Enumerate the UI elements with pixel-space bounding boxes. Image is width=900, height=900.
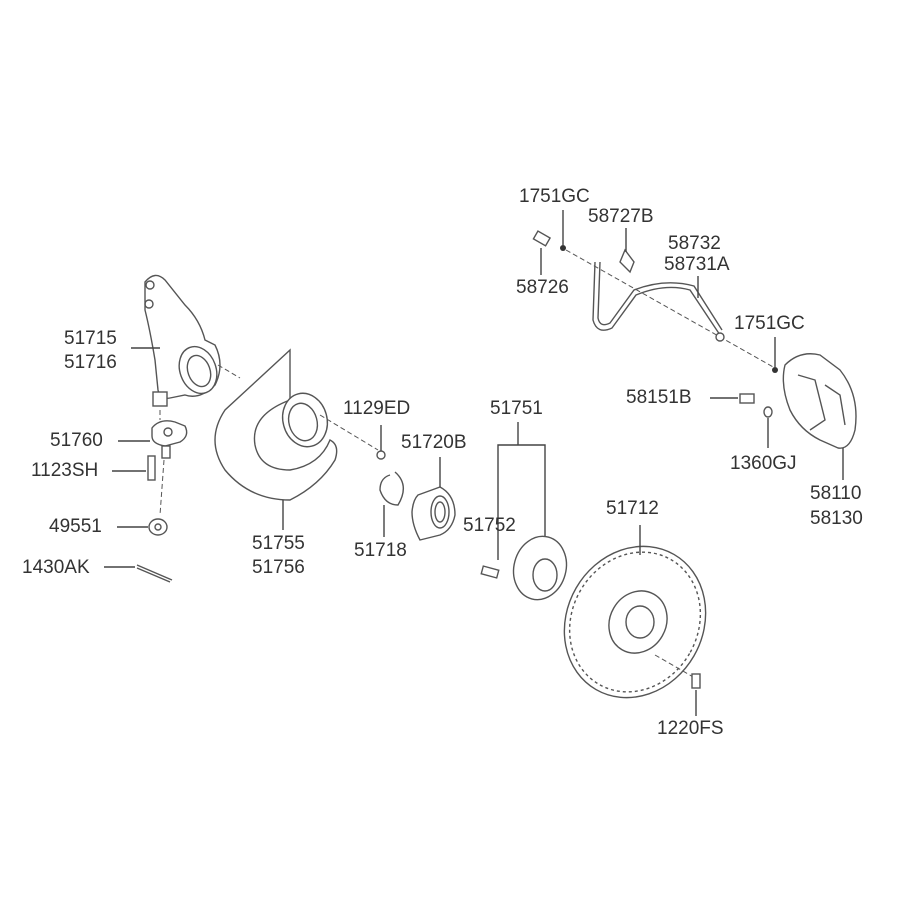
label-51715[interactable]: 51715 [64, 328, 117, 349]
hose-bolt[interactable] [532, 230, 552, 247]
label-1360gj[interactable]: 1360GJ [730, 453, 797, 474]
hub-bolt[interactable] [480, 565, 500, 579]
label-49551[interactable]: 49551 [49, 516, 102, 537]
label-51718[interactable]: 51718 [354, 540, 407, 561]
label-51720b[interactable]: 51720B [401, 432, 467, 453]
disc-screw[interactable] [691, 673, 701, 689]
caliper-washer[interactable] [763, 406, 773, 418]
label-1220fs[interactable]: 1220FS [657, 718, 724, 739]
brake-disc[interactable] [537, 520, 733, 723]
label-1129ed[interactable]: 1129ED [343, 398, 411, 419]
label-51756[interactable]: 51756 [252, 557, 305, 578]
brake-caliper[interactable] [782, 353, 857, 449]
label-58731a[interactable]: 58731A [664, 254, 730, 275]
bolt-1129ed[interactable] [376, 450, 386, 460]
label-51712[interactable]: 51712 [606, 498, 659, 519]
cotter-pin[interactable] [136, 564, 173, 583]
label-51752[interactable]: 51752 [463, 515, 516, 536]
brake-hose[interactable] [592, 261, 725, 342]
label-58130[interactable]: 58130 [810, 508, 863, 529]
label-51760[interactable]: 51760 [50, 430, 103, 451]
wheel-bearing[interactable] [411, 486, 456, 541]
caliper-bolt[interactable] [739, 393, 755, 404]
label-51751[interactable]: 51751 [490, 398, 543, 419]
hose-clip[interactable] [619, 248, 635, 274]
label-1751gc-right[interactable]: 1751GC [734, 313, 805, 334]
snap-ring[interactable] [379, 471, 404, 506]
label-51755[interactable]: 51755 [252, 533, 305, 554]
dust-cover[interactable] [214, 348, 338, 501]
label-1751gc-top[interactable]: 1751GC [519, 186, 590, 207]
label-58110[interactable]: 58110 [810, 483, 862, 504]
ball-joint[interactable] [151, 420, 188, 459]
label-1123sh[interactable]: 1123SH [31, 460, 99, 481]
label-51716[interactable]: 51716 [64, 352, 117, 373]
bolt-1123sh[interactable] [147, 455, 156, 481]
label-1430ak[interactable]: 1430AK [22, 557, 90, 578]
label-58727b[interactable]: 58727B [588, 206, 654, 227]
label-58726[interactable]: 58726 [516, 277, 569, 298]
steering-knuckle[interactable] [144, 274, 223, 407]
nut-49551[interactable] [148, 518, 168, 536]
label-58151b[interactable]: 58151B [626, 387, 692, 408]
wheel-hub[interactable] [507, 530, 574, 605]
label-58732[interactable]: 58732 [668, 233, 721, 254]
